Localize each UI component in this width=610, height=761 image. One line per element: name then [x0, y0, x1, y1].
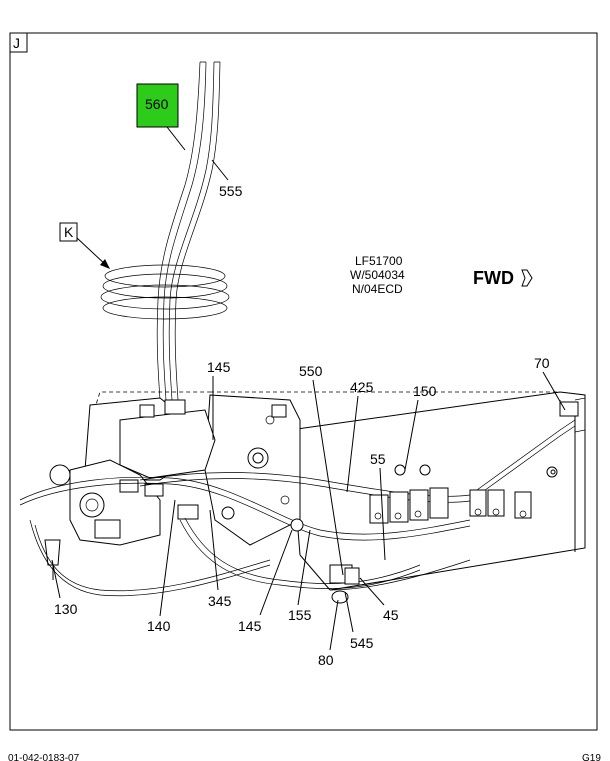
callout-555: 555: [219, 183, 243, 199]
clamp-assembly: [221, 506, 360, 604]
callout-80: 80: [318, 652, 334, 668]
footer-right: G19: [582, 753, 601, 761]
outline-right-arrow-icon: [521, 269, 533, 287]
detail-arrow-icon: [100, 259, 110, 269]
callout-55: 55: [370, 451, 386, 467]
highlight-box: [136, 83, 179, 128]
bracket-70: [559, 397, 586, 433]
callout-425: 425: [350, 379, 374, 395]
callout-145-top: 145: [207, 359, 231, 375]
detail-letter: K: [64, 224, 74, 240]
leader-lines: [51, 126, 566, 651]
highlight-label: 560: [145, 96, 169, 112]
footer-left: 01-042-0183-07: [8, 753, 80, 761]
connector-blocks: [369, 464, 558, 524]
detail-letter-box: [59, 222, 78, 242]
callout-150: 150: [413, 383, 437, 399]
wire-harness: [19, 419, 576, 597]
fwd-label: FWD: [473, 268, 514, 288]
note-line-3: N/04ECD: [352, 282, 403, 296]
hose-bundle: [156, 61, 221, 401]
note-line-1: LF51700: [355, 254, 403, 268]
view-letter: J: [13, 35, 20, 51]
callout-130: 130: [54, 601, 78, 617]
callout-45: 45: [383, 607, 399, 623]
diagram-frame: [9, 32, 598, 731]
coiled-hose: [100, 264, 230, 320]
callout-145-bottom: 145: [238, 618, 262, 634]
callout-550: 550: [299, 363, 323, 379]
view-letter-box: [9, 32, 28, 53]
note-line-2: W/504034: [350, 268, 405, 282]
callout-345: 345: [208, 593, 232, 609]
callout-545: 545: [350, 635, 374, 651]
callout-155: 155: [288, 607, 312, 623]
callout-140: 140: [147, 618, 171, 634]
callout-70: 70: [534, 355, 550, 371]
